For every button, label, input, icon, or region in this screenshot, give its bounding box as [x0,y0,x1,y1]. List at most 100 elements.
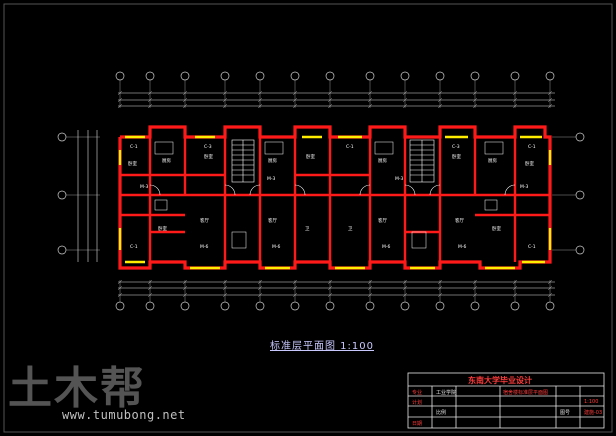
axis-leader [547,285,553,291]
axis-leader [222,285,228,291]
axis-leader [437,279,443,285]
room-label: M-6 [272,244,281,250]
axis-leader [182,90,188,96]
axis-leader [512,90,518,96]
room-label: 卧室 [158,225,167,232]
axis-leader [512,285,518,291]
room-label: 卧室 [492,225,501,232]
axis-leader [437,285,443,291]
axis-leader [547,90,553,96]
axis-leader [547,103,553,109]
axis-leader [402,279,408,285]
axis-leader [147,279,153,285]
room-label: C-1 [130,244,138,250]
axis-leader [117,97,123,103]
title-block-cell: 工业学院 [436,390,457,396]
axis-leader [147,285,153,291]
axis-leader [472,285,478,291]
exterior-walls [118,125,552,270]
room-label: M-3 [140,184,149,190]
axis-leader [327,285,333,291]
axis-leader [402,97,408,103]
axis-leader [547,279,553,285]
title-block-cell: 图号 [560,410,571,416]
room-label: C-1 [130,144,138,150]
drawing-border [3,3,613,433]
room-label: 卧室 [525,160,534,167]
stairwell-left [231,139,255,183]
axis-leader [367,292,373,298]
room-label: 卧室 [128,160,137,167]
room-label: 卧室 [452,153,461,160]
axis-leader [117,279,123,285]
axis-leader [117,285,123,291]
room-label: M-6 [458,244,467,250]
axis-leader [402,292,408,298]
axis-leader [327,279,333,285]
axis-leader [472,97,478,103]
room-label: 卧室 [306,153,315,160]
axis-leader [257,285,263,291]
interior-walls [120,137,550,262]
axis-leader [182,292,188,298]
room-label: 厨房 [268,157,277,164]
axis-leader [327,292,333,298]
dimension-lines [77,92,555,296]
axis-leader [547,292,553,298]
axis-bubbles-bottom [115,280,555,311]
axis-leader [437,103,443,109]
room-labels: C-1 C-3 C-1 C-3 C-1 C-1 C-1 卧室 卧室 卧室 卧室 … [128,144,536,250]
room-label: C-3 [452,144,460,150]
axis-leader [367,97,373,103]
title-block-cell: 1:100 [584,399,599,405]
axis-leader [292,292,298,298]
axis-leader [182,279,188,285]
axis-bubbles-left [57,132,100,255]
axis-leader [182,103,188,109]
axis-leader [402,90,408,96]
axis-leader [222,90,228,96]
title-block-cell: 比例 [436,410,447,416]
axis-leader [292,97,298,103]
room-label: M-6 [200,244,209,250]
axis-leader [472,292,478,298]
room-label: C-1 [528,244,536,250]
room-label: M-6 [382,244,391,250]
fixtures [154,141,504,249]
axis-leader [182,97,188,103]
title-block-cell: 日期 [412,421,423,427]
room-label: 卧室 [204,153,213,160]
room-label: 厨房 [162,157,171,164]
axis-leader [367,90,373,96]
room-label: C-3 [204,144,212,150]
watermark-logo-text: 土木帮 [8,363,146,414]
axis-leader [222,292,228,298]
axis-leader [147,90,153,96]
axis-leader [222,97,228,103]
axis-leader [292,90,298,96]
room-label: 厨房 [378,157,387,164]
axis-leader [367,285,373,291]
room-label: 卫 [305,226,310,232]
axis-leader [512,279,518,285]
axis-leader [147,292,153,298]
title-block-cell: 专业 [412,390,423,396]
axis-leader [117,103,123,109]
axis-leader [472,90,478,96]
room-label: M-3 [520,184,529,190]
axis-bubbles-right [552,132,585,255]
axis-leader [292,285,298,291]
axis-leader [437,90,443,96]
axis-leader [437,97,443,103]
room-label: M-3 [267,176,276,182]
room-label: C-1 [346,144,354,150]
room-label: 客厅 [455,217,464,224]
title-block-cell: 宿舍楼标准层平面图 [503,390,549,396]
title-block-cell: 计划 [412,400,423,406]
axis-leader [292,103,298,109]
axis-leader [512,97,518,103]
dimension-ticks [117,90,553,298]
room-label: C-1 [528,144,536,150]
